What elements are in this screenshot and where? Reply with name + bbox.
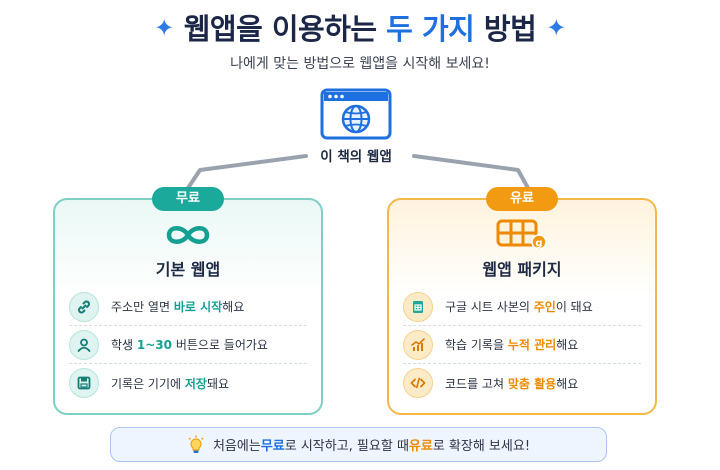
free-card-title: 기본 웹앱 [155, 260, 221, 279]
free-item-2: 학생 1~30 버튼으로 들어가요 [69, 326, 307, 364]
link-icon [69, 291, 99, 322]
infinity-icon [166, 226, 210, 244]
user-icon [69, 329, 99, 360]
svg-text:g: g [535, 238, 542, 249]
sparkle-icon: ✦ [154, 14, 174, 42]
title-text-2: 방법 [474, 12, 537, 46]
paid-badge: 유료 [486, 187, 558, 211]
title-text-1: 웹앱을 이용하는 [183, 12, 387, 46]
book-webapp-label: 이 책의 웹앱 [320, 149, 392, 165]
paid-card: g 웹앱 패키지 구글 시트 사본의 주인이 돼요 학습 기록을 누적 관리해요… [387, 198, 657, 415]
paid-card-title: 웹앱 패키지 [482, 260, 562, 279]
save-icon [69, 368, 99, 398]
code-icon [403, 368, 433, 398]
page-title: ✦ 웹앱을 이용하는 두 가지 방법 ✦ [0, 6, 720, 48]
chart-up-icon [403, 329, 433, 360]
sheet-package-icon: g [496, 219, 547, 250]
lightbulb-icon [188, 435, 204, 453]
tip-banner: 처음에는 무료 로 시작하고, 필요할 때 유료 로 확장해 보세요! [110, 427, 607, 462]
sparkle-icon: ✦ [546, 14, 566, 42]
paid-item-1: 구글 시트 사본의 주인이 돼요 [403, 288, 641, 326]
spreadsheet-icon [403, 291, 433, 322]
paid-item-3: 코드를 고쳐 맞춤 활용해요 [403, 364, 641, 402]
title-accent: 두 가지 [386, 12, 475, 46]
free-badge: 무료 [152, 187, 224, 211]
paid-item-2: 학습 기록을 누적 관리해요 [403, 326, 641, 364]
free-item-3: 기록은 기기에 저장돼요 [69, 364, 307, 402]
free-card: 기본 웹앱 주소만 열면 바로 시작해요 학생 1~30 버튼으로 들어가요 기… [53, 198, 323, 415]
free-item-1: 주소만 열면 바로 시작해요 [69, 288, 307, 326]
globe-browser-icon [320, 88, 392, 140]
subtitle: 나에게 맞는 방법으로 웹앱을 시작해 보세요! [230, 56, 490, 72]
